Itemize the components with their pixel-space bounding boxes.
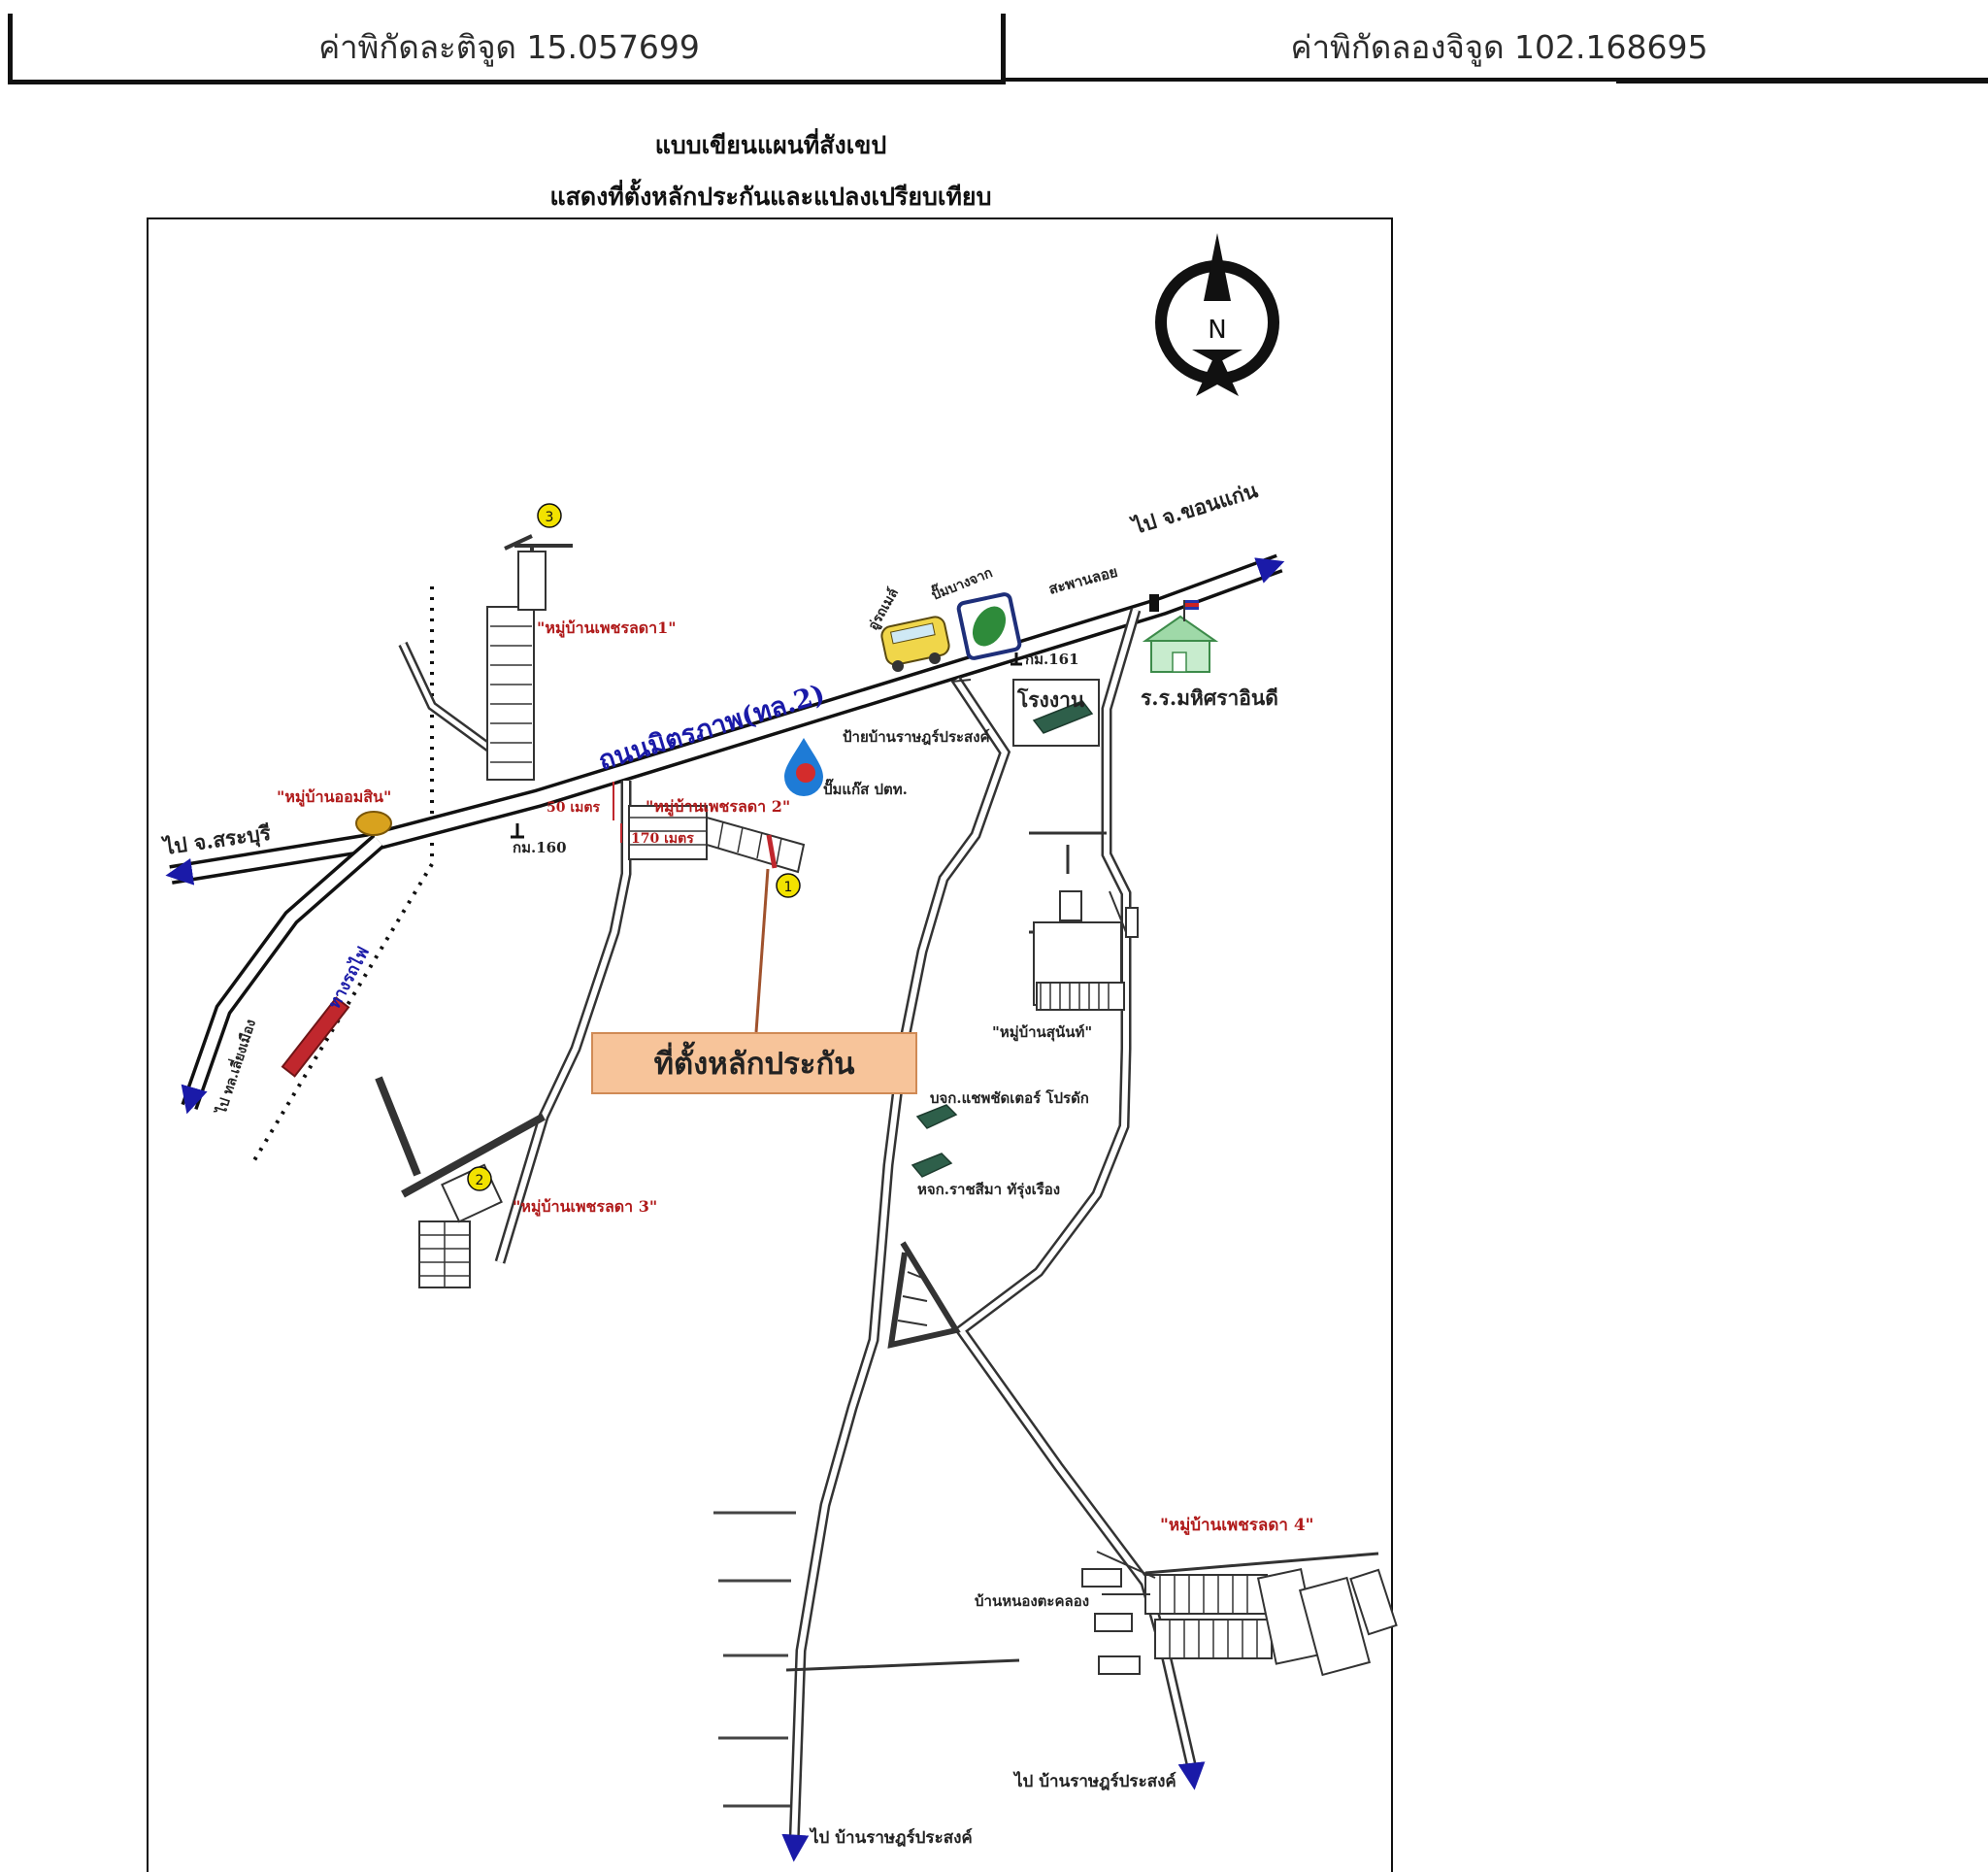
callout-pointer — [754, 868, 770, 1033]
village1-label: "หมู่บ้านเพชรลดา1" — [537, 618, 677, 639]
village4-label: "หมู่บ้านเพชรลดา 4" — [1160, 1516, 1314, 1536]
marker-1: 1 — [776, 873, 801, 898]
svg-text:2: 2 — [476, 1173, 484, 1188]
latitude-label: ค่าพิกัดละติจูด 15.057699 — [318, 27, 700, 66]
latitude-cell: ค่าพิกัดละติจูด 15.057699 — [8, 14, 1006, 84]
map-subtitle: แสดงที่ตั้งหลักประกันและแปลงเปรียบเทียบ — [549, 183, 992, 211]
bus-icon — [880, 616, 950, 672]
ptt-icon — [784, 738, 823, 796]
ptt-label: ปั๊มแก๊ส ปตท. — [823, 778, 908, 798]
school-icon — [1142, 600, 1219, 673]
marker-3: 3 — [537, 503, 562, 528]
coordinate-bar: ค่าพิกัดละติจูด 15.057699 ค่าพิกัดลองจิจ… — [8, 14, 1988, 84]
callout-label: ที่ตั้งหลักประกัน — [653, 1047, 855, 1082]
village-sunan-label: "หมู่บ้านสุนันท์" — [992, 1023, 1092, 1042]
marker-2: 2 — [467, 1166, 492, 1191]
header-divider — [1001, 78, 1616, 82]
header-divider-bold — [1616, 78, 1988, 84]
distance-markers — [613, 782, 622, 843]
km161-label: กม.161 — [1025, 651, 1079, 668]
bridge-icon — [1149, 594, 1159, 612]
longitude-cell: ค่าพิกัดลองจิจูด 102.168695 — [1001, 14, 1988, 80]
km160-label: กม.160 — [513, 839, 567, 856]
to-khonkaen-label: ไป จ.ขอนแก่น — [1128, 478, 1261, 539]
svg-text:3: 3 — [546, 510, 554, 525]
company2-icon — [911, 1153, 953, 1178]
ban-nong-label: บ้านหนองตะคลอง — [975, 1592, 1089, 1610]
longitude-label: ค่าพิกัดลองจิจูด 102.168695 — [1290, 27, 1708, 66]
company1-label: บจก.แชพชัดเตอร์ โปรดัก — [930, 1088, 1089, 1107]
omsin-icon — [355, 811, 392, 836]
map-title: แบบเขียนแผนที่สังเขป — [654, 131, 887, 159]
village2-label: "หมู่บ้านเพชรลดา 2" — [646, 797, 790, 818]
village-omsin-label: "หมู่บ้านออมสิน" — [277, 787, 391, 808]
km160-icon — [511, 823, 524, 839]
village4-block — [1081, 1551, 1398, 1677]
village3-label: "หมู่บ้านเพชรลดา 3" — [513, 1197, 657, 1218]
railway-line — [252, 586, 434, 1162]
km161-icon — [1011, 652, 1022, 666]
to-ban-south-label: ไป บ้านราษฎร์ประสงค์ — [809, 1827, 973, 1848]
sign-label: ป้ายบ้านราษฎร์ประสงค์ — [843, 728, 990, 746]
train-icon — [281, 996, 350, 1078]
company1-icon — [915, 1104, 958, 1129]
village2-block — [628, 805, 806, 874]
company2-label: หจก.ราชสีมา ทัรุ่งเรือง — [917, 1181, 1060, 1199]
road-central — [713, 676, 1020, 1862]
factory-icon — [950, 679, 1100, 747]
collateral-location-callout: ที่ตั้งหลักประกัน — [591, 1032, 917, 1094]
factory-label: โรงงาน — [1016, 687, 1085, 712]
compass-north-letter: N — [1208, 316, 1226, 345]
road-southwest — [181, 834, 384, 1115]
highway-road — [165, 553, 1285, 886]
bangchak-icon — [956, 592, 1022, 660]
dist-170-label: 170 เมตร — [631, 831, 694, 847]
svg-text:1: 1 — [784, 880, 793, 895]
bridge-label: สะพานลอย — [1046, 563, 1119, 598]
road-village3 — [375, 781, 632, 1288]
village-sunan-block — [1029, 831, 1139, 1011]
compass-icon: N — [1155, 233, 1279, 396]
road-village1 — [398, 534, 573, 782]
to-ban-se-label: ไป บ้านราษฎร์ประสงค์ — [1012, 1771, 1176, 1791]
school-label: ร.ร.มหิศราอินดี — [1141, 685, 1278, 710]
junction-block — [887, 1241, 961, 1349]
dist-50-label: 50 เมตร — [547, 800, 600, 816]
